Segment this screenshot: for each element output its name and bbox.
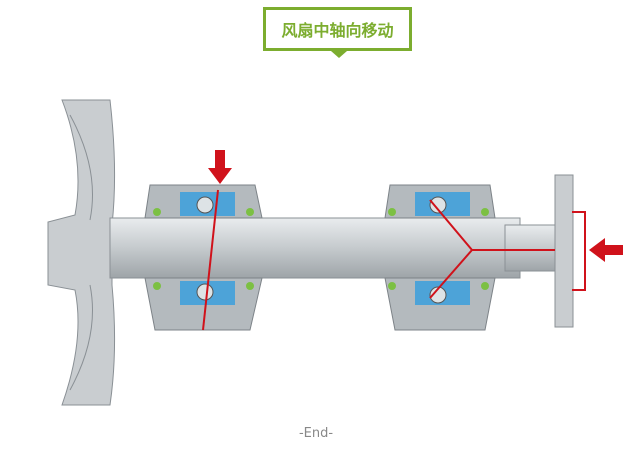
end-marker: -End- xyxy=(298,426,334,441)
shaft-end xyxy=(504,224,556,272)
bearing-housing-right xyxy=(384,184,496,331)
title-pointer xyxy=(331,51,347,58)
coupling-flange xyxy=(554,174,574,328)
force-arrows xyxy=(202,150,623,331)
fan-impeller xyxy=(47,99,116,406)
section-title: 风扇中轴向移动 xyxy=(263,7,412,51)
fan-shaft-diagram xyxy=(47,99,623,406)
shaft xyxy=(109,217,521,279)
section-title-text: 风扇中轴向移动 xyxy=(281,21,394,40)
bearing-housing-left xyxy=(144,184,263,331)
